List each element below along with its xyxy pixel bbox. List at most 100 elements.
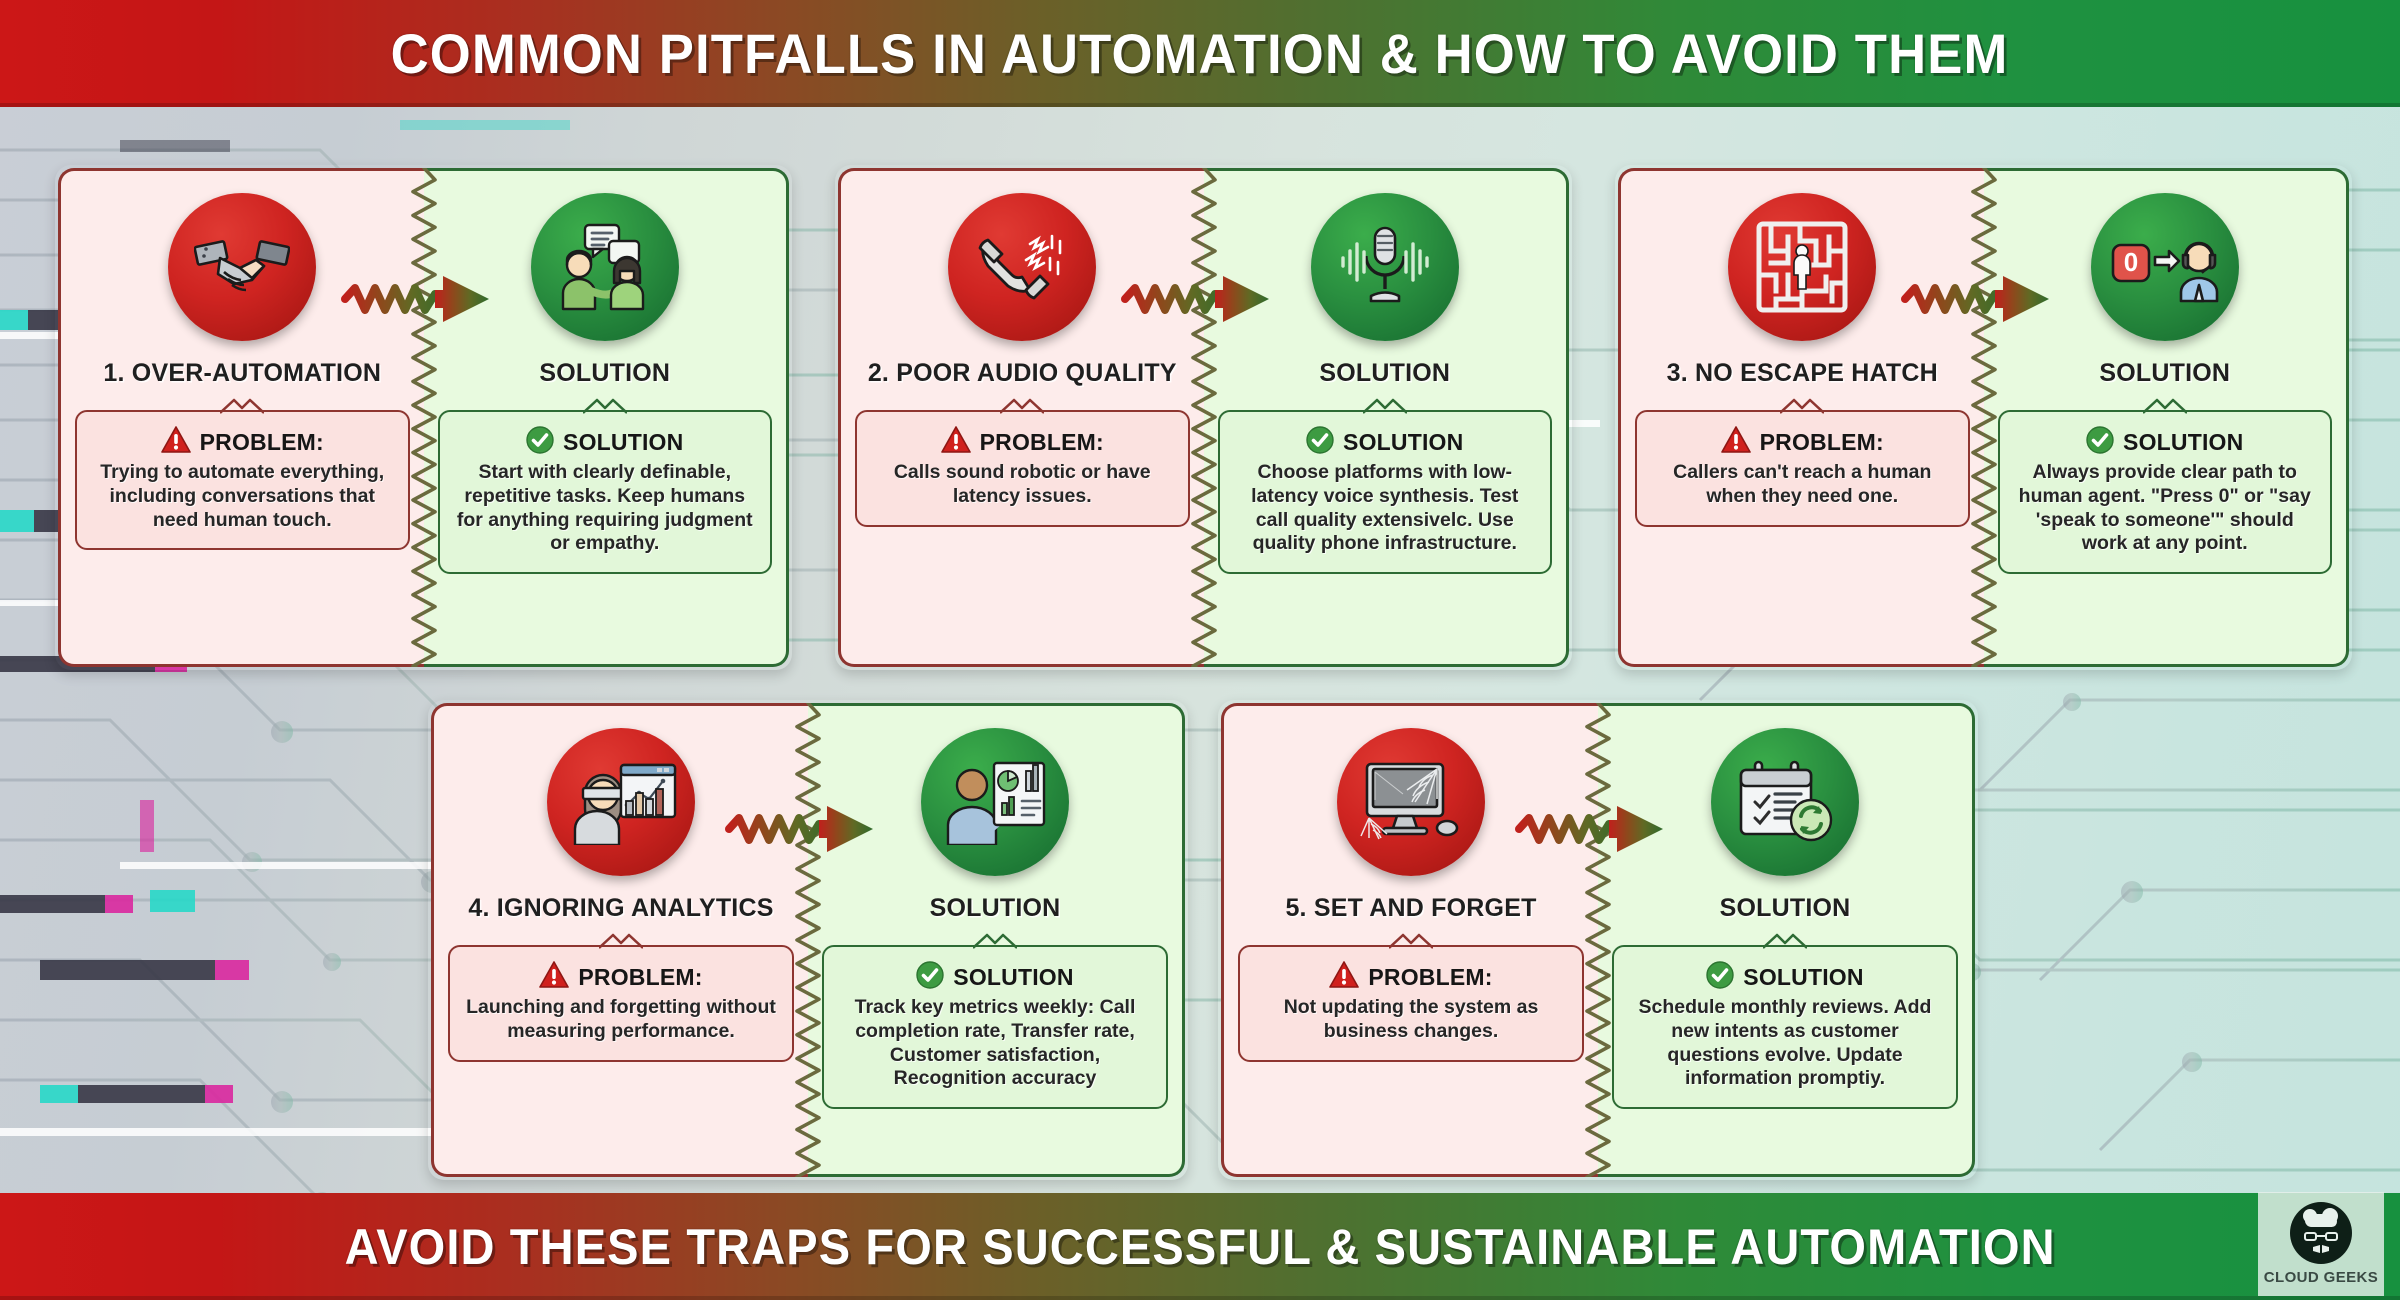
problem-panel-3: 3. NO ESCAPE HATCH PROBLEM: Callers can'… [1618,168,1984,667]
pitfall-title-4: 4. IGNORING ANALYTICS [468,894,774,922]
problem-panel-5: 5. SET AND FORGET PROBLEM: Not updating … [1221,703,1598,1177]
solution-label-3: SOLUTION [2123,429,2244,455]
cloud-geek-face-icon [2290,1202,2352,1264]
problem-text-3: Callers can't reach a human when they ne… [1673,461,1932,507]
warning-icon-wrap [1720,426,1751,459]
solution-text-4: Track key metrics weekly: Call completio… [854,996,1136,1090]
pitfall-card-2[interactable]: 2. POOR AUDIO QUALITY PROBLEM: Calls sou… [835,165,1572,670]
problem-text-5: Not updating the system as business chan… [1283,996,1539,1042]
solution-text-2: Choose platforms with low-latency voice … [1251,461,1519,555]
pitfall-title-5: 5. SET AND FORGET [1285,894,1537,922]
callout-notch [2142,398,2187,414]
problem-callout-5: PROBLEM: Not updating the system as busi… [1238,933,1584,1062]
pitfall-title-2: 2. POOR AUDIO QUALITY [867,359,1177,387]
phone-handset-noise-icon [948,193,1097,341]
problem-label-1: PROBLEM: [199,429,324,455]
problem-callout-4: PROBLEM: Launching and forgetting withou… [448,933,794,1062]
two-people-talking-icon [530,193,679,341]
calendar-checklist-refresh-icon [1711,728,1859,876]
solution-text-5: Schedule monthly reviews. Add new intent… [1638,996,1932,1090]
warning-icon-wrap [160,426,191,459]
problem-panel-1: 1. OVER-AUTOMATION PROBLEM: Trying to au… [58,168,424,667]
check-circle-icon [916,961,944,989]
problem-text-1: Trying to automate everything, including… [100,461,385,531]
callout-notch [973,933,1017,949]
problem-label-4: PROBLEM: [578,964,703,990]
check-icon-wrap [2086,426,2114,459]
pitfall-card-1[interactable]: 1. OVER-AUTOMATION PROBLEM: Trying to au… [55,165,792,670]
dusty-monitor-cobweb-icon [1337,728,1485,876]
solution-label-4: SOLUTION [953,964,1074,990]
problem-label-2: PROBLEM: [979,429,1104,455]
warning-triangle-icon [539,961,570,988]
page-title: COMMON PITFALLS IN AUTOMATION & HOW TO A… [391,22,2009,85]
solution-callout-1: SOLUTION Start with clearly definable, r… [437,398,772,575]
pitfall-card-5[interactable]: 5. SET AND FORGET PROBLEM: Not updating … [1218,700,1978,1180]
check-icon-wrap [526,426,554,459]
callout-notch [1780,398,1825,414]
solution-panel-5: SOLUTION SOLUTION Schedule monthly revie… [1598,703,1975,1177]
press-zero-to-agent-icon: 0 [2090,193,2239,341]
footer-tagline: AVOID THESE TRAPS FOR SUCCESSFUL & SUSTA… [344,1218,2056,1275]
check-circle-icon [526,426,554,454]
callout-notch [599,933,643,949]
warning-triangle-icon [940,426,971,453]
callout-notch [1389,933,1433,949]
warning-icon-wrap [940,426,971,459]
solution-heading-4: SOLUTION [929,894,1061,922]
svg-text:0: 0 [2124,247,2138,277]
check-icon-wrap [916,961,944,994]
footer-banner: AVOID THESE TRAPS FOR SUCCESSFUL & SUSTA… [0,1193,2400,1300]
solution-callout-5: SOLUTION Schedule monthly reviews. Add n… [1612,933,1958,1110]
solution-text-1: Start with clearly definable, repetitive… [456,461,753,555]
solution-panel-1: SOLUTION SOLUTION Start with clearly def… [423,168,789,667]
callout-notch [220,398,265,414]
pitfall-card-3[interactable]: 3. NO ESCAPE HATCH PROBLEM: Callers can'… [1615,165,2352,670]
warning-icon-wrap [1329,961,1360,994]
header-banner: COMMON PITFALLS IN AUTOMATION & HOW TO A… [0,0,2400,107]
person-in-maze-icon [1728,193,1877,341]
problem-text-4: Launching and forgetting without measuri… [466,996,776,1042]
solution-callout-2: SOLUTION Choose platforms with low-laten… [1217,398,1552,575]
pitfall-title-3: 3. NO ESCAPE HATCH [1666,359,1938,387]
problem-label-3: PROBLEM: [1759,429,1884,455]
problem-panel-4: 4. IGNORING ANALYTICS PROBLEM: Launching… [431,703,808,1177]
callout-notch [582,398,627,414]
solution-callout-3: SOLUTION Always provide clear path to hu… [1997,398,2332,575]
warning-icon-wrap [539,961,570,994]
solution-label-1: SOLUTION [563,429,684,455]
callout-notch [1000,398,1045,414]
problem-callout-1: PROBLEM: Trying to automate everything, … [75,398,410,551]
warning-triangle-icon [160,426,191,453]
callout-notch [1763,933,1807,949]
problem-callout-2: PROBLEM: Calls sound robotic or have lat… [855,398,1190,527]
solution-text-3: Always provide clear path to human agent… [2018,461,2311,555]
person-reviewing-report-icon [921,728,1069,876]
problem-text-2: Calls sound robotic or have latency issu… [893,461,1151,507]
solution-heading-1: SOLUTION [539,359,671,387]
solution-label-5: SOLUTION [1743,964,1864,990]
solution-callout-4: SOLUTION Track key metrics weekly: Call … [822,933,1168,1110]
blindfolded-person-chart-icon [547,728,695,876]
warning-triangle-icon [1720,426,1751,453]
solution-heading-3: SOLUTION [2099,359,2231,387]
microphone-waveform-icon [1310,193,1459,341]
callout-notch [1362,398,1407,414]
check-circle-icon [1306,426,1334,454]
problem-label-5: PROBLEM: [1368,964,1493,990]
logo-wordmark: CLOUD GEEKS [2263,1269,2379,1286]
warning-triangle-icon [1329,961,1360,988]
check-icon-wrap [1306,426,1334,459]
check-icon-wrap [1706,961,1734,994]
check-circle-icon [2086,426,2114,454]
solution-panel-2: SOLUTION SOLUTION Choose platforms with … [1203,168,1569,667]
cloud-geeks-logo[interactable]: CLOUD GEEKS [2258,1192,2384,1296]
solution-panel-4: SOLUTION SOLUTION Track key metrics week… [808,703,1185,1177]
pitfall-title-1: 1. OVER-AUTOMATION [103,359,382,387]
check-circle-icon [1706,961,1734,989]
solution-heading-2: SOLUTION [1319,359,1451,387]
solution-label-2: SOLUTION [1343,429,1464,455]
pitfall-card-4[interactable]: 4. IGNORING ANALYTICS PROBLEM: Launching… [428,700,1188,1180]
solution-panel-3: 0 SOLUTION SOLUTION A [1983,168,2349,667]
